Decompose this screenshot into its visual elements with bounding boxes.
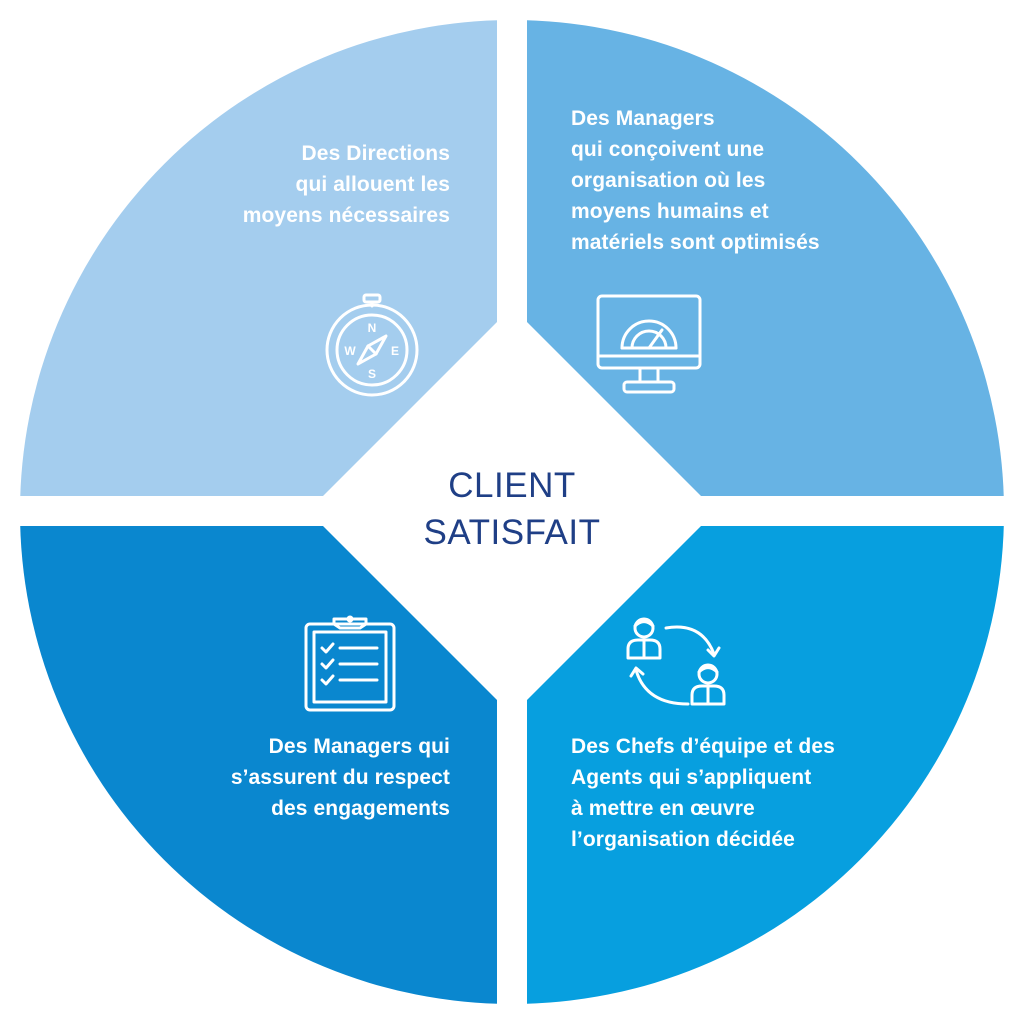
top-left-line-2: qui allouent les: [295, 173, 450, 196]
people-exchange-icon: [622, 612, 732, 712]
top-right-line-2: qui conçoivent une: [571, 138, 765, 161]
center-label: CLIENT SATISFAIT: [362, 462, 662, 556]
compass-n-label: N: [368, 321, 377, 335]
top-right-line-3: organisation où les: [571, 169, 766, 192]
quadrant-top-right-text: Des Managers qui conçoivent une organisa…: [571, 103, 891, 258]
quadrant-bottom-right-text: Des Chefs d’équipe et des Agents qui s’a…: [571, 731, 901, 855]
bottom-right-line-2: Agents qui s’appliquent: [571, 766, 812, 789]
top-right-line-1: Des Managers: [571, 107, 715, 130]
bottom-left-line-1: Des Managers qui: [268, 735, 450, 758]
bottom-left-line-2: s’assurent du respect: [230, 766, 450, 789]
bottom-right-line-4: l’organisation décidée: [571, 828, 795, 851]
top-left-line-3: moyens nécessaires: [242, 204, 450, 227]
compass-icon: N S E W: [322, 292, 422, 398]
clipboard-checklist-icon: [302, 614, 398, 714]
top-right-line-5: matériels sont optimisés: [571, 231, 820, 254]
top-left-line-1: Des Directions: [301, 142, 450, 165]
compass-s-label: S: [368, 367, 376, 381]
quadrant-top-left: [20, 20, 497, 496]
quadrant-bottom-left-text: Des Managers qui s’assurent du respect d…: [150, 731, 450, 824]
bottom-right-line-3: à mettre en œuvre: [571, 797, 755, 820]
bottom-left-line-3: des engagements: [271, 797, 450, 820]
center-line-1: CLIENT: [448, 466, 576, 505]
compass-w-label: W: [344, 344, 356, 358]
top-right-line-4: moyens humains et: [571, 200, 769, 223]
bottom-right-line-1: Des Chefs d’équipe et des: [571, 735, 835, 758]
compass-e-label: E: [391, 344, 399, 358]
monitor-gauge-icon: [594, 292, 704, 400]
center-line-2: SATISFAIT: [423, 513, 601, 552]
quadrant-top-left-text: Des Directions qui allouent les moyens n…: [150, 138, 450, 231]
